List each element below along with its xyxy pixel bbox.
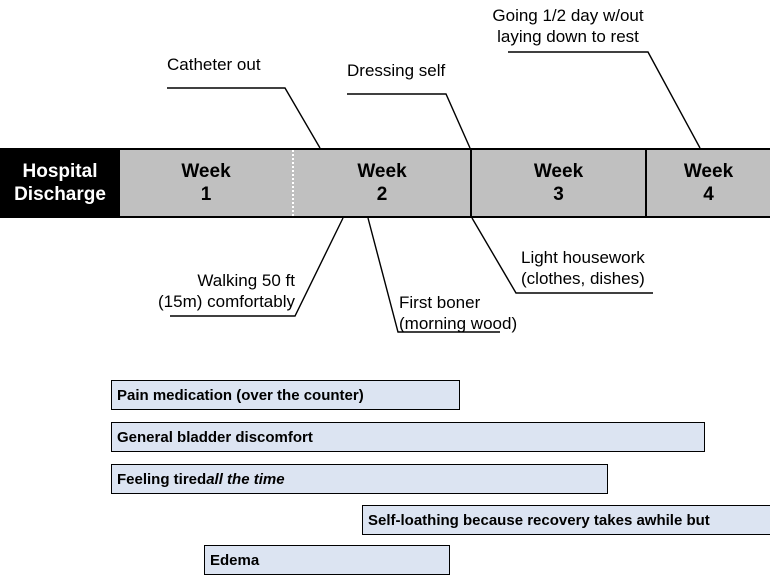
hospital-discharge-line-1: Hospital	[22, 161, 98, 182]
timeline-band: Hospital Discharge Week 1 Week 2 Week 3 …	[0, 148, 770, 218]
symptom-bar-feeling-tired-label: Feeling tired	[117, 470, 207, 488]
symptom-bar-feeling-tired[interactable]: Feeling tired all the time	[111, 464, 608, 494]
callout-dressing-self: Dressing self	[347, 60, 445, 81]
callout-light-housework-line-2: (clothes, dishes)	[521, 269, 645, 288]
week-2-number: 2	[376, 184, 388, 205]
callout-half-day-no-rest-line-2: laying down to rest	[497, 27, 639, 46]
hospital-discharge-line-2: Discharge	[14, 184, 106, 205]
leader-catheter-out	[167, 87, 321, 149]
week-4-word: Week	[683, 161, 734, 182]
callout-light-housework-line-1: Light housework	[521, 248, 645, 267]
week-3-number: 3	[553, 184, 564, 205]
timeline-cell-week-2[interactable]: Week 2	[292, 150, 470, 216]
symptom-bar-bladder-discomfort-label: General bladder discomfort	[117, 428, 313, 446]
symptom-bar-edema-label: Edema	[210, 551, 260, 569]
week-2-word: Week	[357, 161, 407, 182]
symptom-bar-self-loathing-label: Self-loathing because recovery takes awh…	[368, 511, 710, 529]
symptom-bar-pain-medication-label: Pain medication (over the counter)	[117, 386, 364, 404]
callout-catheter-out: Catheter out	[167, 54, 261, 75]
callout-first-boner-line-1: First boner	[399, 293, 481, 312]
symptom-bar-pain-medication[interactable]: Pain medication (over the counter)	[111, 380, 460, 410]
callout-walking-50ft: Walking 50 ft (15m) comfortably	[130, 270, 295, 312]
callout-half-day-no-rest-line-1: Going 1/2 day w/out	[492, 6, 644, 25]
callout-walking-50ft-line-1: Walking 50 ft	[197, 271, 295, 290]
timeline-cell-week-3[interactable]: Week 3	[470, 150, 645, 216]
callout-half-day-no-rest: Going 1/2 day w/out laying down to rest	[478, 5, 658, 47]
symptom-bar-self-loathing[interactable]: Self-loathing because recovery takes awh…	[362, 505, 770, 535]
timeline-cell-week-1[interactable]: Week 1	[120, 150, 292, 216]
callout-walking-50ft-line-2: (15m) comfortably	[158, 292, 295, 311]
week-4-number: 4	[703, 184, 714, 205]
timeline-cell-week-4[interactable]: Week 4	[645, 150, 770, 216]
symptom-bar-feeling-tired-emphasis: all the time	[206, 470, 285, 488]
symptom-bar-edema[interactable]: Edema	[204, 545, 450, 575]
callout-first-boner-line-2: (morning wood)	[399, 314, 518, 333]
week-3-word: Week	[533, 161, 584, 182]
callout-light-housework: Light housework (clothes, dishes)	[521, 247, 645, 289]
leader-dressing-self	[347, 93, 471, 149]
week-1-number: 1	[200, 184, 212, 205]
callout-catheter-out-line-1: Catheter out	[167, 55, 261, 74]
callout-first-boner: First boner (morning wood)	[399, 292, 517, 334]
timeline-cell-hospital-discharge[interactable]: Hospital Discharge	[0, 150, 120, 216]
symptom-bar-bladder-discomfort[interactable]: General bladder discomfort	[111, 422, 705, 452]
leader-half-day-no-rest	[508, 51, 701, 149]
callout-dressing-self-line-1: Dressing self	[347, 61, 446, 80]
week-1-word: Week	[181, 161, 231, 182]
